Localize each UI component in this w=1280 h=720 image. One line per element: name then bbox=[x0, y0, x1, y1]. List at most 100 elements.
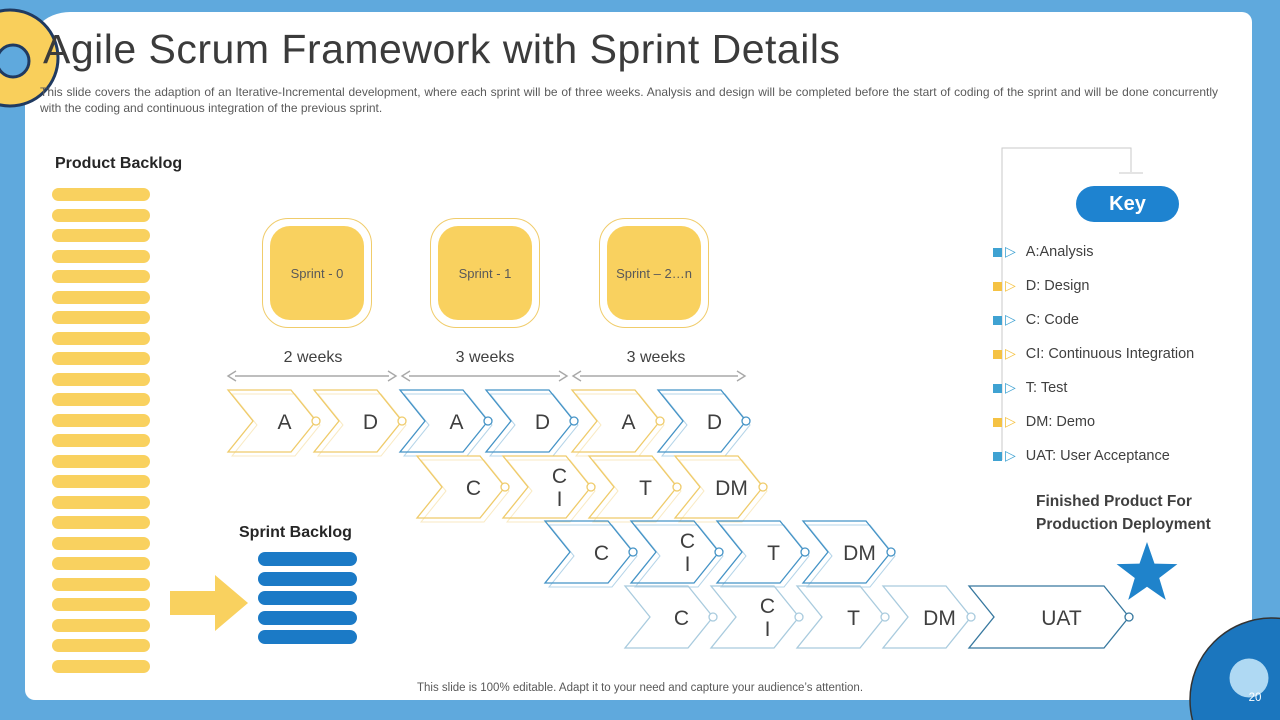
chevron-joint-icon bbox=[714, 547, 724, 557]
product-backlog-bar bbox=[52, 516, 150, 529]
chevron-step: C bbox=[543, 520, 638, 588]
legend-label: UAT: User Acceptance bbox=[1025, 448, 1170, 464]
product-backlog-bar bbox=[52, 598, 150, 611]
chevron-joint-icon bbox=[397, 416, 407, 426]
duration-label-1: 3 weeks bbox=[455, 349, 515, 366]
chevron-step: DM bbox=[881, 585, 976, 649]
sprint-backlog-bars bbox=[258, 552, 357, 644]
chevron-step-label: I bbox=[765, 618, 771, 641]
product-backlog-bar bbox=[52, 618, 150, 632]
bullet-triangle-icon: ▷ bbox=[1005, 414, 1016, 430]
duration-arrows-icon bbox=[226, 370, 747, 382]
legend-label: D: Design bbox=[1025, 278, 1090, 294]
page-description: This slide covers the adaption of an Ite… bbox=[40, 85, 1218, 115]
legend-label: DM: Demo bbox=[1025, 414, 1096, 430]
chevron-step: DM bbox=[673, 455, 768, 523]
product-backlog-bar bbox=[52, 311, 150, 324]
bullet-triangle-icon: ▷ bbox=[1005, 380, 1016, 396]
sprint-backlog-bar bbox=[258, 591, 357, 605]
sprint-backlog-bar bbox=[258, 571, 357, 586]
finished-product-label: Finished Product For Production Deployme… bbox=[1036, 493, 1211, 533]
chevron-step: A bbox=[570, 389, 665, 457]
product-backlog-bar bbox=[52, 475, 150, 488]
chevron-joint-icon bbox=[741, 416, 751, 426]
product-backlog-bar bbox=[52, 577, 150, 591]
chevron-step: D bbox=[312, 389, 407, 457]
ring-decoration-icon bbox=[1189, 617, 1280, 720]
bullet-triangle-icon: ▷ bbox=[1005, 448, 1016, 464]
product-backlog-bar bbox=[52, 393, 150, 406]
product-backlog-bar bbox=[52, 495, 150, 509]
chevron-step: T bbox=[715, 520, 810, 588]
sprint-card-0: Sprint - 0 bbox=[262, 218, 372, 328]
chevron-step-label: C bbox=[466, 477, 481, 500]
chevron-step-label: T bbox=[847, 607, 860, 630]
bullet-square-icon bbox=[993, 417, 1002, 427]
chevron-step-label: C bbox=[674, 607, 689, 630]
legend-item: ▷ C: Code bbox=[993, 308, 1194, 332]
chevron-joint-icon bbox=[628, 547, 638, 557]
bullet-triangle-icon: ▷ bbox=[1005, 278, 1016, 294]
chevron-step-label: D bbox=[363, 411, 378, 434]
duration-label-0: 2 weeks bbox=[283, 349, 343, 366]
key-connector-line bbox=[1001, 147, 1143, 460]
product-backlog-bar bbox=[52, 372, 150, 386]
transfer-arrow-icon bbox=[170, 575, 248, 631]
sprint-backlog-title: Sprint Backlog bbox=[239, 524, 352, 541]
chevron-joint-icon bbox=[966, 612, 976, 622]
product-backlog-title: Product Backlog bbox=[55, 155, 183, 172]
chevron-step: A bbox=[398, 389, 493, 457]
bullet-square-icon bbox=[993, 383, 1002, 393]
legend-item: ▷ UAT: User Acceptance bbox=[993, 444, 1194, 468]
page-number: 20 bbox=[1248, 692, 1262, 704]
star-icon bbox=[1116, 542, 1178, 600]
legend-item: ▷ CI: Continuous Integration bbox=[993, 342, 1194, 366]
legend-label: C: Code bbox=[1025, 312, 1079, 328]
product-backlog-bar bbox=[52, 454, 150, 468]
legend-item: ▷ DM: Demo bbox=[993, 410, 1194, 434]
slide-panel bbox=[25, 12, 1252, 700]
product-backlog-bar bbox=[52, 208, 150, 222]
chevron-joint-icon bbox=[758, 482, 768, 492]
chevron-step: CI bbox=[709, 585, 804, 649]
legend-item: ▷ D: Design bbox=[993, 274, 1194, 298]
chevron-step-label: T bbox=[639, 477, 652, 500]
product-backlog-bar bbox=[52, 639, 150, 652]
chevron-joint-icon bbox=[311, 416, 321, 426]
bullet-triangle-icon: ▷ bbox=[1005, 346, 1016, 362]
sprint-card-1: Sprint - 1 bbox=[430, 218, 540, 328]
chevron-step-label: I bbox=[685, 553, 691, 576]
legend-item: ▷ T: Test bbox=[993, 376, 1194, 400]
legend-label: CI: Continuous Integration bbox=[1025, 346, 1195, 362]
chevron-step-label: C bbox=[552, 465, 567, 488]
key-button: Key bbox=[1076, 186, 1179, 222]
chevron-step: CI bbox=[629, 520, 724, 588]
chevron-step-label: D bbox=[535, 411, 550, 434]
chevron-step-label: A bbox=[449, 411, 463, 434]
chevron-step: DM bbox=[801, 520, 896, 588]
chevron-joint-icon bbox=[794, 612, 804, 622]
product-backlog-bar bbox=[52, 536, 150, 550]
product-backlog-bar bbox=[52, 659, 150, 673]
product-backlog-bar bbox=[52, 557, 150, 570]
product-backlog-bar bbox=[52, 434, 150, 447]
product-backlog-bar bbox=[52, 352, 150, 365]
sprint-backlog-bar bbox=[258, 552, 357, 566]
bullet-square-icon bbox=[993, 247, 1002, 257]
key-legend: ▷A:Analysis▷D: Design▷C: Code▷CI: Contin… bbox=[993, 240, 1194, 478]
legend-label: T: Test bbox=[1025, 380, 1068, 396]
sprint-backlog-bar bbox=[258, 610, 357, 625]
sprint-card-label: Sprint - 0 bbox=[270, 226, 364, 320]
bullet-triangle-icon: ▷ bbox=[1005, 312, 1016, 328]
sprint-backlog-bar bbox=[258, 630, 357, 644]
bullet-square-icon bbox=[993, 281, 1002, 291]
bullet-square-icon bbox=[993, 349, 1002, 359]
chevron-step-label: DM bbox=[715, 477, 748, 500]
chevron-joint-icon bbox=[886, 547, 896, 557]
